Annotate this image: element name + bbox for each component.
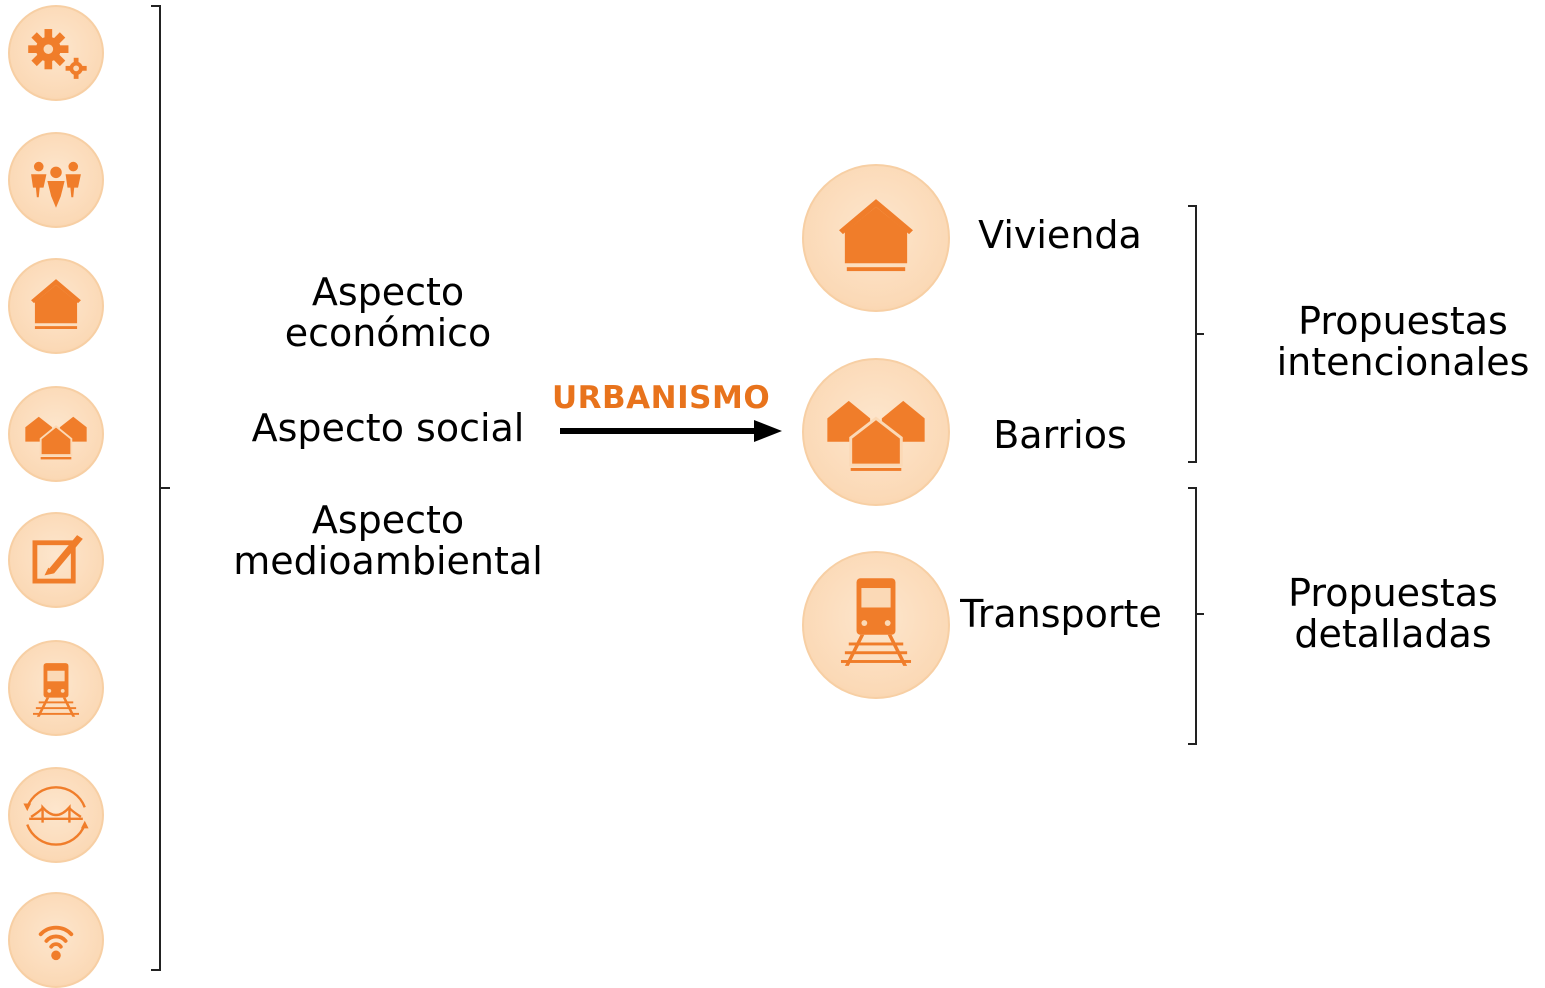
transporte-train-icon	[802, 551, 950, 699]
category-barrios: Barrios	[993, 413, 1127, 457]
house-icon	[8, 258, 104, 354]
aspect-social: Aspecto social	[251, 406, 525, 450]
left-bracket	[151, 5, 170, 971]
arrow-right	[560, 420, 782, 442]
people-icon	[8, 132, 104, 228]
urbanismo-label: URBANISMO	[552, 380, 771, 416]
design-brush-icon	[8, 512, 104, 608]
bracket-intentional	[1188, 205, 1204, 463]
bracket-detailed	[1188, 487, 1204, 745]
bridge-cycle-icon	[8, 767, 104, 863]
gears-icon	[8, 5, 104, 101]
category-transporte: Transporte	[960, 592, 1162, 636]
group-detailed: Propuestas detalladas	[1288, 571, 1498, 656]
aspect-economic: Aspecto económico	[284, 270, 492, 355]
wifi-icon	[8, 892, 104, 988]
barrios-neighborhood-icon	[802, 358, 950, 506]
aspect-environmental: Aspecto medioambiental	[233, 498, 543, 583]
neighborhood-icon	[8, 386, 104, 482]
category-vivienda: Vivienda	[978, 213, 1142, 257]
vivienda-house-icon	[802, 164, 950, 312]
group-intentional: Propuestas intencionales	[1276, 299, 1530, 384]
train-icon	[8, 640, 104, 736]
